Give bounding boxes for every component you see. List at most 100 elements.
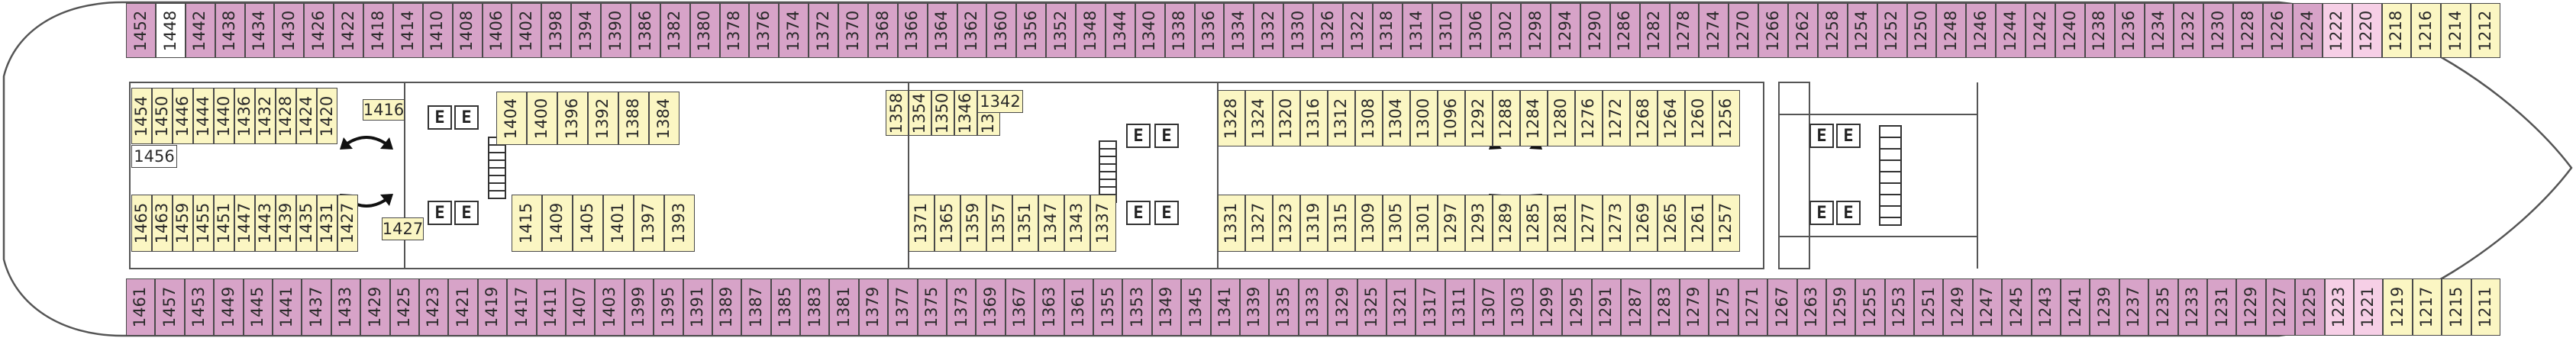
cabin-1322[interactable]: 1322 <box>1342 3 1373 58</box>
cabin-1431[interactable]: 1431 <box>317 195 337 252</box>
cabin-1272[interactable]: 1272 <box>1603 90 1630 146</box>
cabin-1396[interactable]: 1396 <box>557 92 588 145</box>
cabin-1227[interactable]: 1227 <box>2265 278 2296 336</box>
cabin-1252[interactable]: 1252 <box>1877 3 1907 58</box>
cabin-1363[interactable]: 1363 <box>1035 278 1064 336</box>
cabin-1294[interactable]: 1294 <box>1551 3 1580 58</box>
cabin-1333[interactable]: 1333 <box>1298 278 1328 336</box>
cabin-1291[interactable]: 1291 <box>1591 278 1622 336</box>
cabin-1445[interactable]: 1445 <box>243 278 273 336</box>
cabin-1317[interactable]: 1317 <box>1416 278 1445 336</box>
cabin-1401[interactable]: 1401 <box>603 195 634 252</box>
cabin-1422[interactable]: 1422 <box>334 3 363 58</box>
cabin-1399[interactable]: 1399 <box>624 278 654 336</box>
cabin-1373[interactable]: 1373 <box>947 278 976 336</box>
cabin-1260[interactable]: 1260 <box>1685 90 1712 146</box>
cabin-1211[interactable]: 1211 <box>2471 278 2500 336</box>
cabin-1450[interactable]: 1450 <box>152 88 173 144</box>
cabin-1250[interactable]: 1250 <box>1906 3 1937 58</box>
cabin-1359[interactable]: 1359 <box>960 195 986 252</box>
cabin-1358[interactable]: 1358 <box>886 90 909 136</box>
cabin-1253[interactable]: 1253 <box>1884 278 1915 336</box>
cabin-1340[interactable]: 1340 <box>1135 3 1165 58</box>
cabin-1318[interactable]: 1318 <box>1372 3 1403 58</box>
cabin-1256[interactable]: 1256 <box>1712 90 1740 146</box>
cabin-1339[interactable]: 1339 <box>1240 278 1270 336</box>
cabin-1301[interactable]: 1301 <box>1410 195 1438 252</box>
cabin-1233[interactable]: 1233 <box>2177 278 2208 336</box>
cabin-1442[interactable]: 1442 <box>185 3 215 58</box>
cabin-1349[interactable]: 1349 <box>1151 278 1182 336</box>
cabin-1335[interactable]: 1335 <box>1269 278 1299 336</box>
cabin-1361[interactable]: 1361 <box>1064 278 1094 336</box>
cabin-1224[interactable]: 1224 <box>2292 3 2323 58</box>
cabin-1341[interactable]: 1341 <box>1210 278 1240 336</box>
cabin-1226[interactable]: 1226 <box>2263 3 2293 58</box>
cabin-1397[interactable]: 1397 <box>634 195 664 252</box>
cabin-1299[interactable]: 1299 <box>1532 278 1563 336</box>
cabin-1096[interactable]: 1096 <box>1438 90 1465 146</box>
cabin-1432[interactable]: 1432 <box>255 88 276 144</box>
cabin-1268[interactable]: 1268 <box>1630 90 1658 146</box>
cabin-1319[interactable]: 1319 <box>1300 195 1328 252</box>
cabin-1271[interactable]: 1271 <box>1738 278 1768 336</box>
cabin-1295[interactable]: 1295 <box>1562 278 1592 336</box>
cabin-1424[interactable]: 1424 <box>296 88 317 144</box>
cabin-1402[interactable]: 1402 <box>512 3 542 58</box>
cabin-1282[interactable]: 1282 <box>1639 3 1670 58</box>
cabin-1234[interactable]: 1234 <box>2144 3 2174 58</box>
cabin-1343[interactable]: 1343 <box>1064 195 1090 252</box>
cabin-1353[interactable]: 1353 <box>1122 278 1152 336</box>
cabin-1352[interactable]: 1352 <box>1046 3 1076 58</box>
cabin-1448[interactable]: 1448 <box>155 3 186 58</box>
cabin-1273[interactable]: 1273 <box>1603 195 1630 252</box>
cabin-1289[interactable]: 1289 <box>1493 195 1520 252</box>
cabin-1446[interactable]: 1446 <box>173 88 193 144</box>
cabin-1241[interactable]: 1241 <box>2061 278 2090 336</box>
cabin-1344[interactable]: 1344 <box>1105 3 1135 58</box>
cabin-1306[interactable]: 1306 <box>1461 3 1492 58</box>
cabin-1221[interactable]: 1221 <box>2354 278 2384 336</box>
cabin-1327[interactable]: 1327 <box>1245 195 1273 252</box>
cabin-1266[interactable]: 1266 <box>1758 3 1788 58</box>
cabin-1389[interactable]: 1389 <box>712 278 742 336</box>
cabin-1360[interactable]: 1360 <box>986 3 1017 58</box>
cabin-1332[interactable]: 1332 <box>1254 3 1284 58</box>
cabin-1435[interactable]: 1435 <box>296 195 317 252</box>
cabin-1354[interactable]: 1354 <box>909 90 931 136</box>
cabin-1274[interactable]: 1274 <box>1699 3 1729 58</box>
cabin-1430[interactable]: 1430 <box>274 3 305 58</box>
cabin-1365[interactable]: 1365 <box>935 195 960 252</box>
cabin-1367[interactable]: 1367 <box>1005 278 1035 336</box>
cabin-1304[interactable]: 1304 <box>1383 90 1410 146</box>
cabin-1264[interactable]: 1264 <box>1658 90 1685 146</box>
cabin-1269[interactable]: 1269 <box>1630 195 1658 252</box>
cabin-1382[interactable]: 1382 <box>660 3 690 58</box>
cabin-1312[interactable]: 1312 <box>1328 90 1355 146</box>
cabin-1419[interactable]: 1419 <box>477 278 508 336</box>
cabin-1324[interactable]: 1324 <box>1245 90 1273 146</box>
cabin-1298[interactable]: 1298 <box>1521 3 1551 58</box>
cabin-1439[interactable]: 1439 <box>276 195 296 252</box>
cabin-1314[interactable]: 1314 <box>1402 3 1432 58</box>
cabin-1242[interactable]: 1242 <box>2026 3 2055 58</box>
cabin-1338[interactable]: 1338 <box>1164 3 1195 58</box>
cabin-1302[interactable]: 1302 <box>1491 3 1522 58</box>
cabin-1457[interactable]: 1457 <box>155 278 185 336</box>
cabin-1281[interactable]: 1281 <box>1548 195 1575 252</box>
cabin-1326[interactable]: 1326 <box>1313 3 1343 58</box>
cabin-1425[interactable]: 1425 <box>389 278 419 336</box>
cabin-1310[interactable]: 1310 <box>1432 3 1462 58</box>
cabin-1370[interactable]: 1370 <box>838 3 868 58</box>
cabin-1311[interactable]: 1311 <box>1445 278 1475 336</box>
cabin-1440[interactable]: 1440 <box>214 88 234 144</box>
cabin-1261[interactable]: 1261 <box>1685 195 1712 252</box>
cabin-1328[interactable]: 1328 <box>1218 90 1245 146</box>
cabin-1451[interactable]: 1451 <box>214 195 234 252</box>
cabin-1411[interactable]: 1411 <box>536 278 566 336</box>
cabin-1433[interactable]: 1433 <box>331 278 361 336</box>
cabin-1240[interactable]: 1240 <box>2055 3 2085 58</box>
cabin-1417[interactable]: 1417 <box>507 278 537 336</box>
cabin-1364[interactable]: 1364 <box>927 3 957 58</box>
cabin-1355[interactable]: 1355 <box>1093 278 1123 336</box>
